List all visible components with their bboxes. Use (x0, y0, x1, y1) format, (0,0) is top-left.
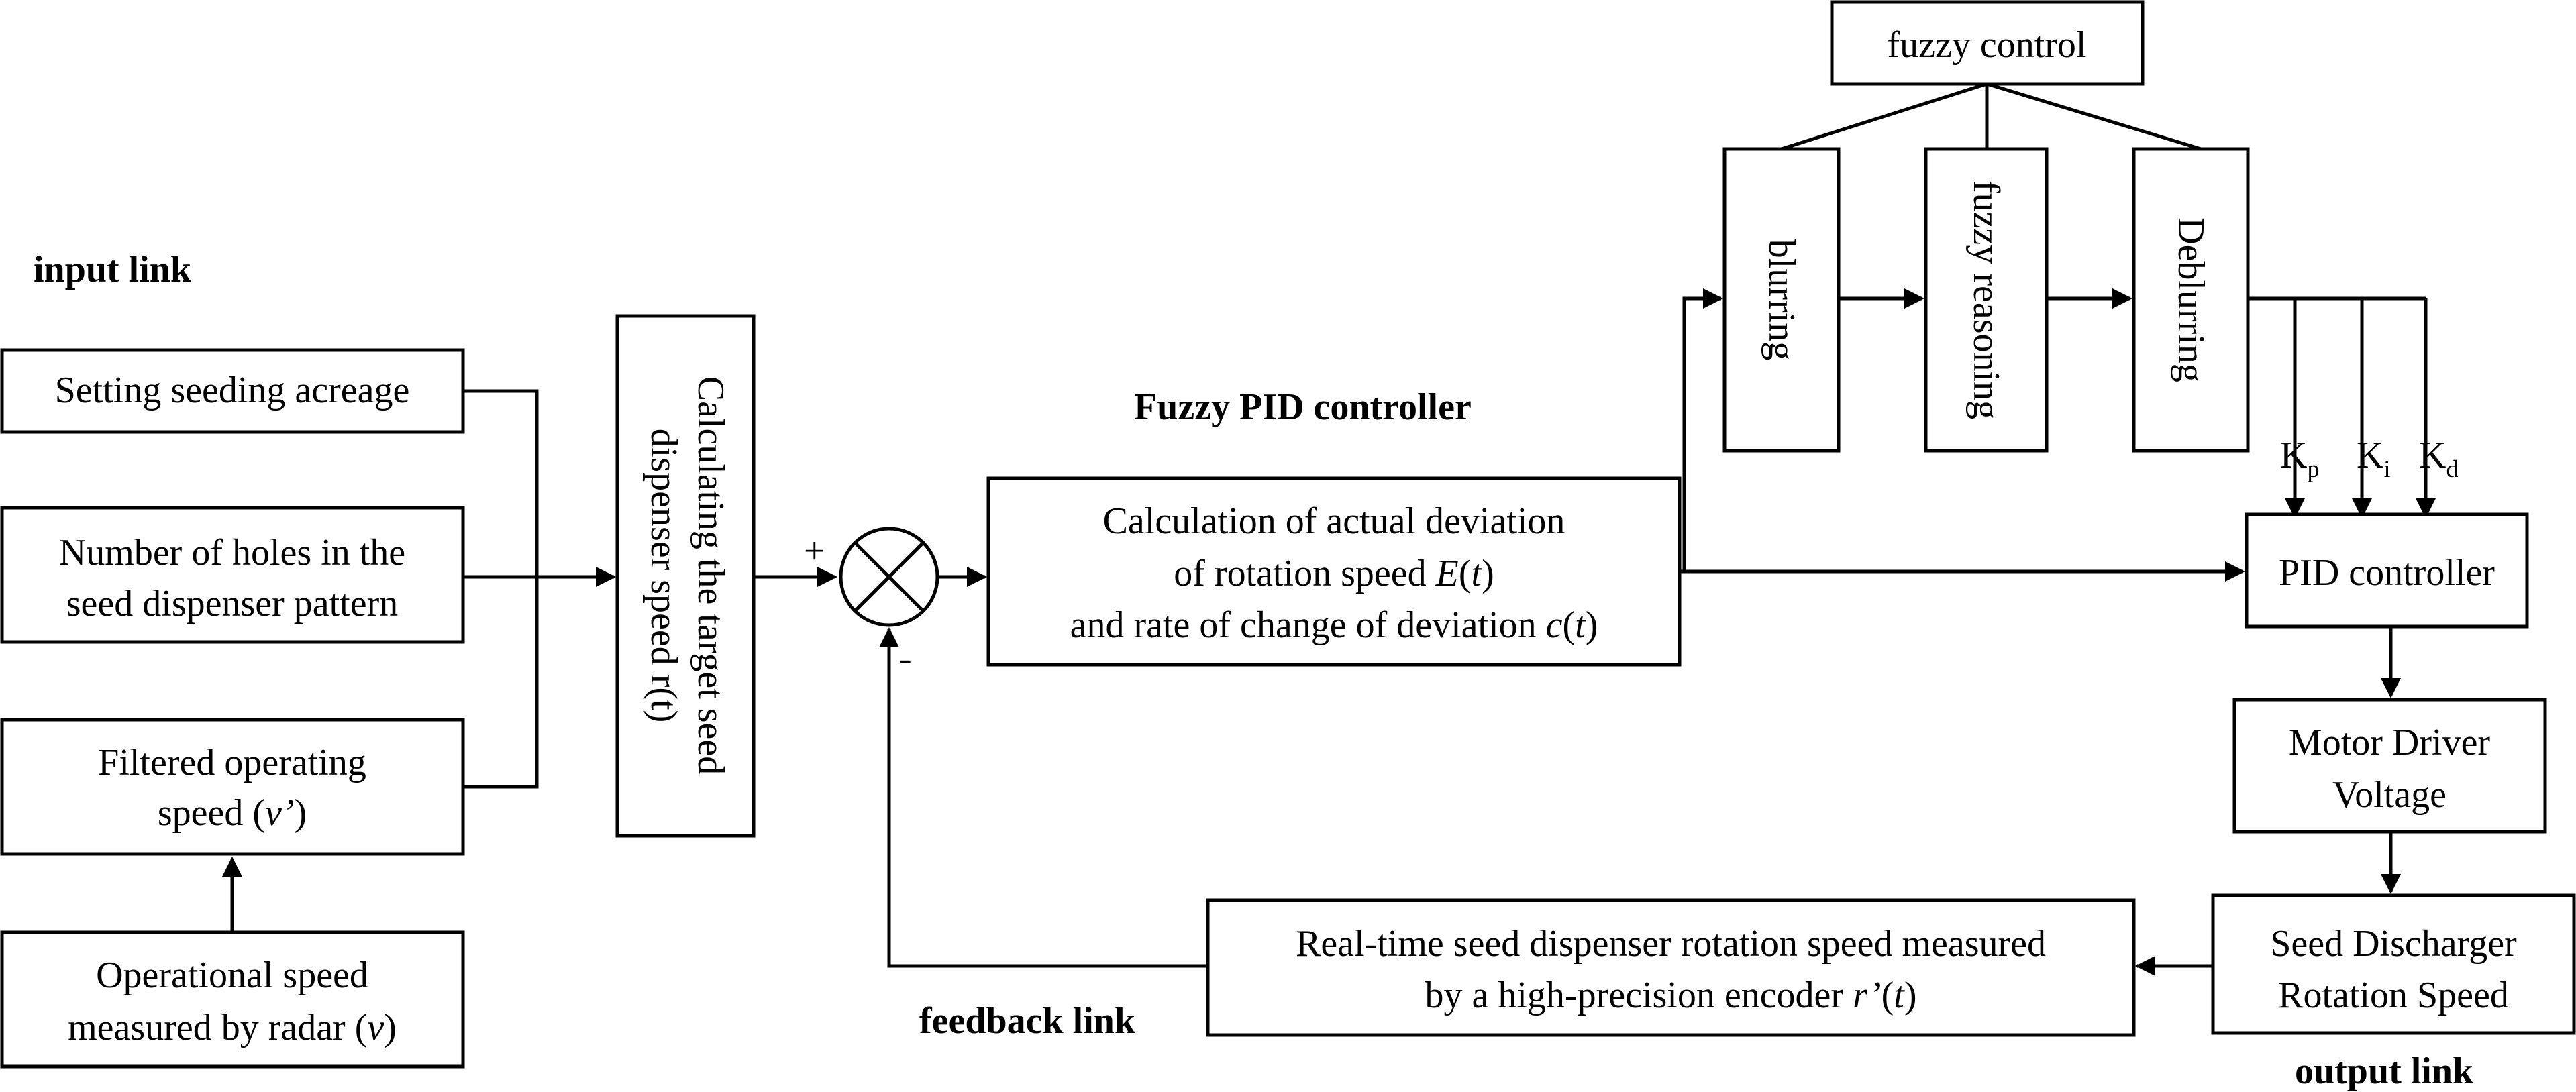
radar-text-line1: Operational speed (96, 954, 368, 996)
filtered-text-line2: speed (v’) (158, 792, 307, 834)
target-text-line1: Calculating the target seed (690, 376, 731, 775)
feedback-link-label: feedback link (919, 1000, 1136, 1042)
summing-junction (839, 527, 939, 627)
input-bus-line (463, 389, 539, 789)
deblurring-box: Deblurring (2132, 147, 2250, 453)
calc-to-blurring-arrow (1682, 288, 1723, 571)
kd-label: Kd (2419, 435, 2458, 482)
plus-sign: + (804, 531, 825, 572)
encoder-feedback-box: Real-time seed dispenser rotation speed … (1206, 898, 2136, 1037)
seed-text-line2: Rotation Speed (2278, 975, 2509, 1016)
motor-text-line1: Motor Driver (2289, 722, 2491, 763)
output-link-label: output link (2295, 1050, 2474, 1092)
filtered-speed-box: Filtered operating speed (v’) (0, 718, 465, 856)
calc-text-line1: Calculation of actual deviation (1103, 500, 1565, 542)
deblurring-text: Deblurring (2170, 217, 2212, 382)
realtime-text-line2: by a high-precision encoder r’(t) (1425, 975, 1917, 1016)
deviation-calc-box: Calculation of actual deviation of rotat… (986, 476, 1682, 667)
motor-text-line2: Voltage (2332, 774, 2446, 816)
radar-speed-box: Operational speed measured by radar (v) (0, 930, 465, 1069)
kp-label: Kp (2280, 435, 2319, 482)
ki-label: Ki (2357, 435, 2390, 482)
fuzzy-control-box: fuzzy control (1830, 0, 2145, 86)
calc-text-line2: of rotation speed E(t) (1174, 553, 1494, 594)
setting-acreage-box: Setting seeding acreage (0, 348, 465, 434)
feedback-arrow (879, 627, 1208, 968)
fuzzy-pid-controller-label: Fuzzy PID controller (1134, 386, 1472, 428)
fuzzy-reasoning-box: fuzzy reasoning (1924, 147, 2049, 453)
pid-controller-box: PID controller (2245, 512, 2529, 629)
fuzzy-control-text: fuzzy control (1888, 24, 2087, 66)
target-text-line2: dispenser speed r(t) (643, 429, 684, 723)
seed-discharger-box: Seed Discharger Rotation Speed (2211, 893, 2576, 1035)
fuzzy-reasoning-text: fuzzy reasoning (1965, 180, 2007, 419)
radar-text-line2: measured by radar (v) (68, 1007, 397, 1048)
holes-text-line2: seed dispenser pattern (66, 583, 398, 624)
pid-controller-text: PID controller (2279, 552, 2495, 594)
setting-acreage-text: Setting seeding acreage (55, 370, 410, 411)
holes-box: Number of holes in the seed dispenser pa… (0, 506, 465, 644)
seed-text-line1: Seed Discharger (2270, 923, 2517, 965)
input-link-label: input link (34, 249, 192, 290)
realtime-text-line1: Real-time seed dispenser rotation speed … (1296, 923, 2046, 965)
filtered-text-line1: Filtered operating (98, 742, 366, 783)
minus-sign: - (899, 638, 912, 679)
target-speed-box: Calculating the target seed dispenser sp… (615, 314, 756, 838)
blurring-box: blurring (1722, 147, 1841, 453)
holes-text-line1: Number of holes in the (59, 532, 405, 574)
calc-text-line3: and rate of change of deviation c(t) (1070, 604, 1598, 646)
blurring-text: blurring (1761, 239, 1802, 360)
fuzzy-control-branches (1781, 82, 2202, 151)
motor-driver-box: Motor Driver Voltage (2232, 698, 2547, 834)
